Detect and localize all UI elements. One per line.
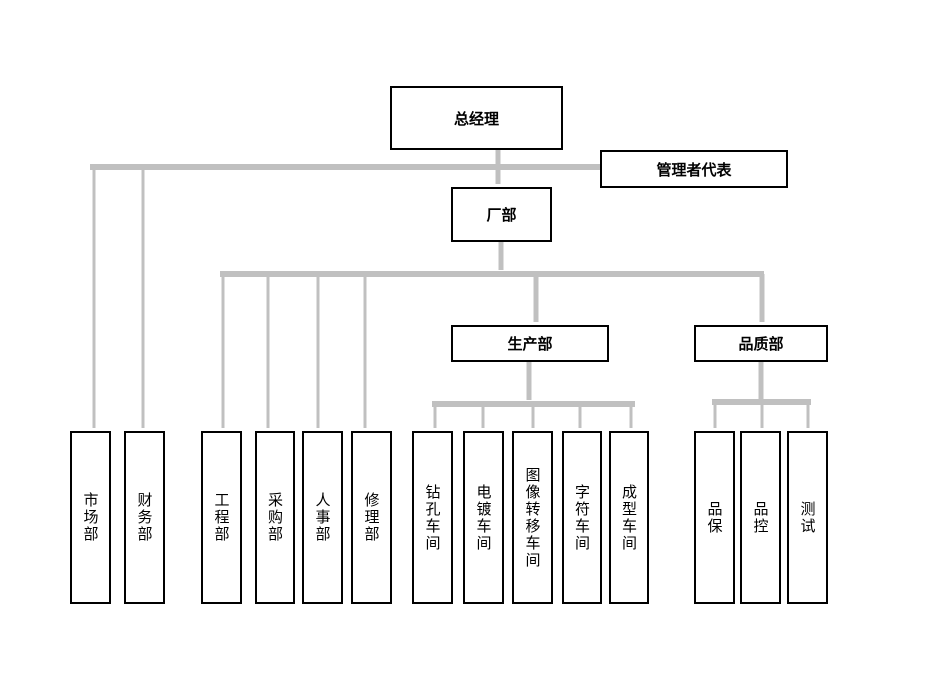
quality-dept-label: 品质部 — [738, 335, 784, 353]
production-dept-label: 生产部 — [507, 335, 553, 353]
hr-dept-box: 人事部 — [302, 431, 343, 604]
connectors — [90, 150, 811, 428]
forming-workshop-label: 成型车间 — [620, 483, 638, 552]
image-transfer-workshop-box: 图像转移车间 — [512, 431, 553, 604]
factory-box: 厂部 — [451, 187, 552, 242]
purchasing-dept-label: 采购部 — [266, 492, 284, 543]
marketing-dept-label: 市场部 — [81, 492, 100, 543]
factory-label: 厂部 — [486, 206, 517, 224]
management-rep-box: 管理者代表 — [600, 150, 788, 188]
qc-unit-box: 品控 — [740, 431, 781, 604]
forming-workshop-box: 成型车间 — [609, 431, 649, 604]
maintenance-dept-box: 修理部 — [351, 431, 392, 604]
finance-dept-box: 财务部 — [124, 431, 165, 604]
general-manager-box: 总经理 — [390, 86, 563, 150]
quality-dept-box: 品质部 — [694, 325, 828, 362]
legend-workshop-label: 字符车间 — [573, 483, 591, 552]
production-dept-box: 生产部 — [451, 325, 609, 362]
maintenance-dept-label: 修理部 — [362, 492, 381, 543]
legend-workshop-box: 字符车间 — [562, 431, 602, 604]
purchasing-dept-box: 采购部 — [255, 431, 295, 604]
marketing-dept-box: 市场部 — [70, 431, 111, 604]
plating-workshop-label: 电镀车间 — [474, 483, 493, 552]
drilling-workshop-box: 钻孔车间 — [412, 431, 453, 604]
testing-unit-label: 测试 — [798, 500, 817, 535]
drilling-workshop-label: 钻孔车间 — [423, 483, 442, 552]
qa-unit-box: 品保 — [694, 431, 735, 604]
hr-dept-label: 人事部 — [313, 492, 332, 543]
testing-unit-box: 测试 — [787, 431, 828, 604]
plating-workshop-box: 电镀车间 — [463, 431, 504, 604]
finance-dept-label: 财务部 — [135, 492, 154, 543]
management-rep-label: 管理者代表 — [656, 160, 732, 179]
qc-unit-label: 品控 — [751, 500, 770, 535]
qa-unit-label: 品保 — [705, 500, 724, 535]
image-transfer-workshop-label: 图像转移车间 — [523, 466, 542, 569]
engineering-dept-label: 工程部 — [212, 492, 231, 543]
engineering-dept-box: 工程部 — [201, 431, 242, 604]
general-manager-label: 总经理 — [453, 109, 499, 128]
